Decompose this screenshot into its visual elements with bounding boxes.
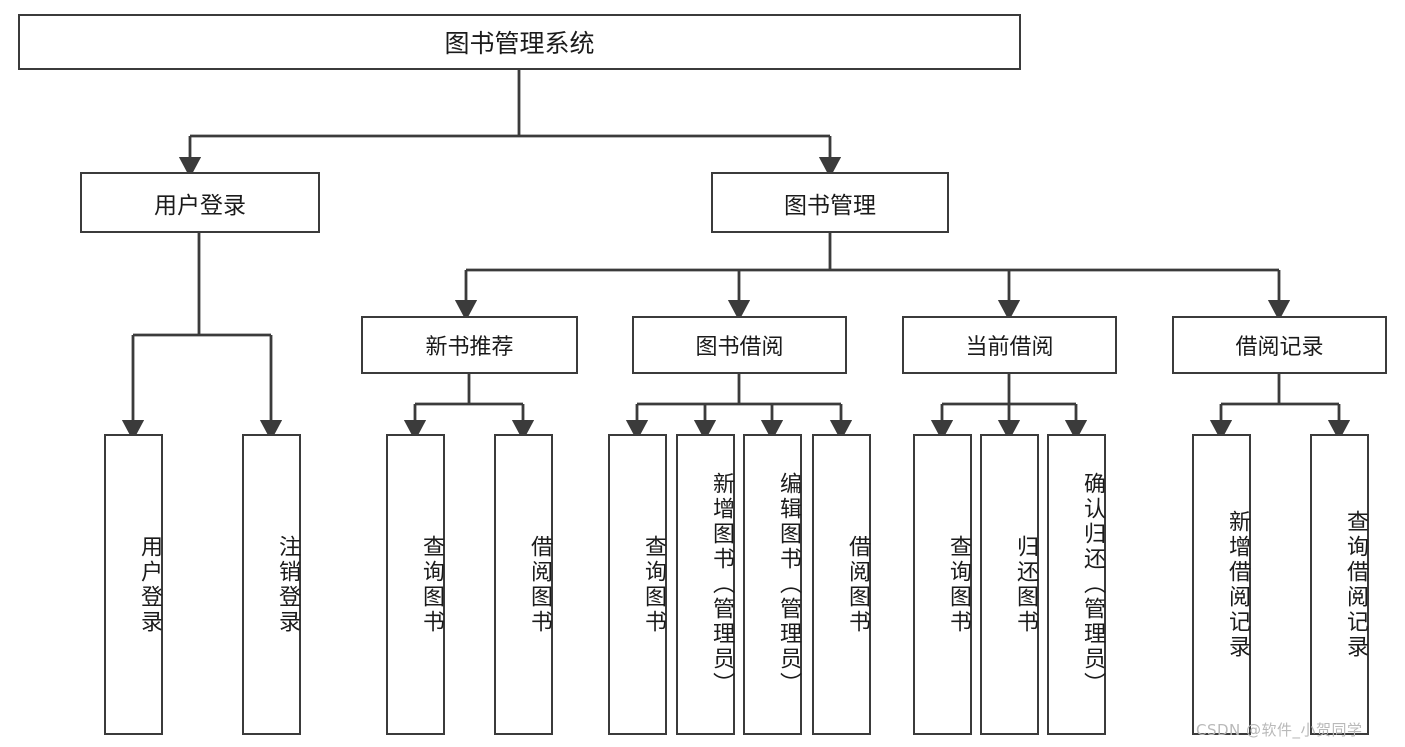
node-label: 新增图书（管理员） — [709, 472, 734, 697]
node-leaf-add-borrow-record[interactable]: 新增借阅记录 — [1192, 434, 1251, 735]
node-label: 新增借阅记录 — [1225, 509, 1250, 660]
node-label: 当前借阅 — [965, 335, 1054, 360]
node-book-borrow[interactable]: 图书借阅 — [632, 316, 847, 374]
csdn-watermark: CSDN @软件_小贺同学 — [1196, 721, 1363, 739]
node-root-book-management-system[interactable]: 图书管理系统 — [18, 14, 1021, 70]
node-leaf-query-book-current[interactable]: 查询图书 — [913, 434, 972, 735]
node-label: 查询图书 — [946, 534, 971, 635]
node-leaf-borrow-book[interactable]: 借阅图书 — [812, 434, 871, 735]
node-leaf-user-login[interactable]: 用户登录 — [104, 434, 163, 735]
node-leaf-add-book-admin[interactable]: 新增图书（管理员） — [676, 434, 735, 735]
node-leaf-query-book-recommend[interactable]: 查询图书 — [386, 434, 445, 735]
node-label: 图书管理系统 — [444, 29, 595, 58]
node-leaf-query-borrow-record[interactable]: 查询借阅记录 — [1310, 434, 1369, 735]
node-label: 归还图书 — [1013, 534, 1038, 635]
node-label: 注销登录 — [275, 534, 300, 635]
node-new-book-recommend[interactable]: 新书推荐 — [361, 316, 578, 374]
node-leaf-edit-book-admin[interactable]: 编辑图书（管理员） — [743, 434, 802, 735]
node-label: 查询借阅记录 — [1343, 509, 1368, 660]
node-label: 用户登录 — [137, 534, 162, 635]
node-leaf-return-book[interactable]: 归还图书 — [980, 434, 1039, 735]
node-label: 编辑图书（管理员） — [776, 472, 801, 697]
node-book-management[interactable]: 图书管理 — [711, 172, 949, 233]
node-user-login[interactable]: 用户登录 — [80, 172, 320, 233]
node-label: 新书推荐 — [425, 335, 514, 360]
node-label: 图书借阅 — [695, 335, 784, 360]
node-leaf-query-book-borrow[interactable]: 查询图书 — [608, 434, 667, 735]
node-leaf-confirm-return-admin[interactable]: 确认归还（管理员） — [1047, 434, 1106, 735]
node-label: 借阅记录 — [1235, 335, 1324, 360]
node-leaf-user-logout[interactable]: 注销登录 — [242, 434, 301, 735]
node-label: 借阅图书 — [845, 534, 870, 635]
node-label: 图书管理 — [784, 192, 876, 219]
node-current-borrow[interactable]: 当前借阅 — [902, 316, 1117, 374]
node-borrow-record[interactable]: 借阅记录 — [1172, 316, 1387, 374]
node-label: 用户登录 — [154, 192, 246, 219]
node-label: 查询图书 — [419, 534, 444, 635]
node-label: 查询图书 — [641, 534, 666, 635]
node-label: 借阅图书 — [527, 534, 552, 635]
node-label: 确认归还（管理员） — [1080, 472, 1105, 697]
node-leaf-borrow-book-recommend[interactable]: 借阅图书 — [494, 434, 553, 735]
